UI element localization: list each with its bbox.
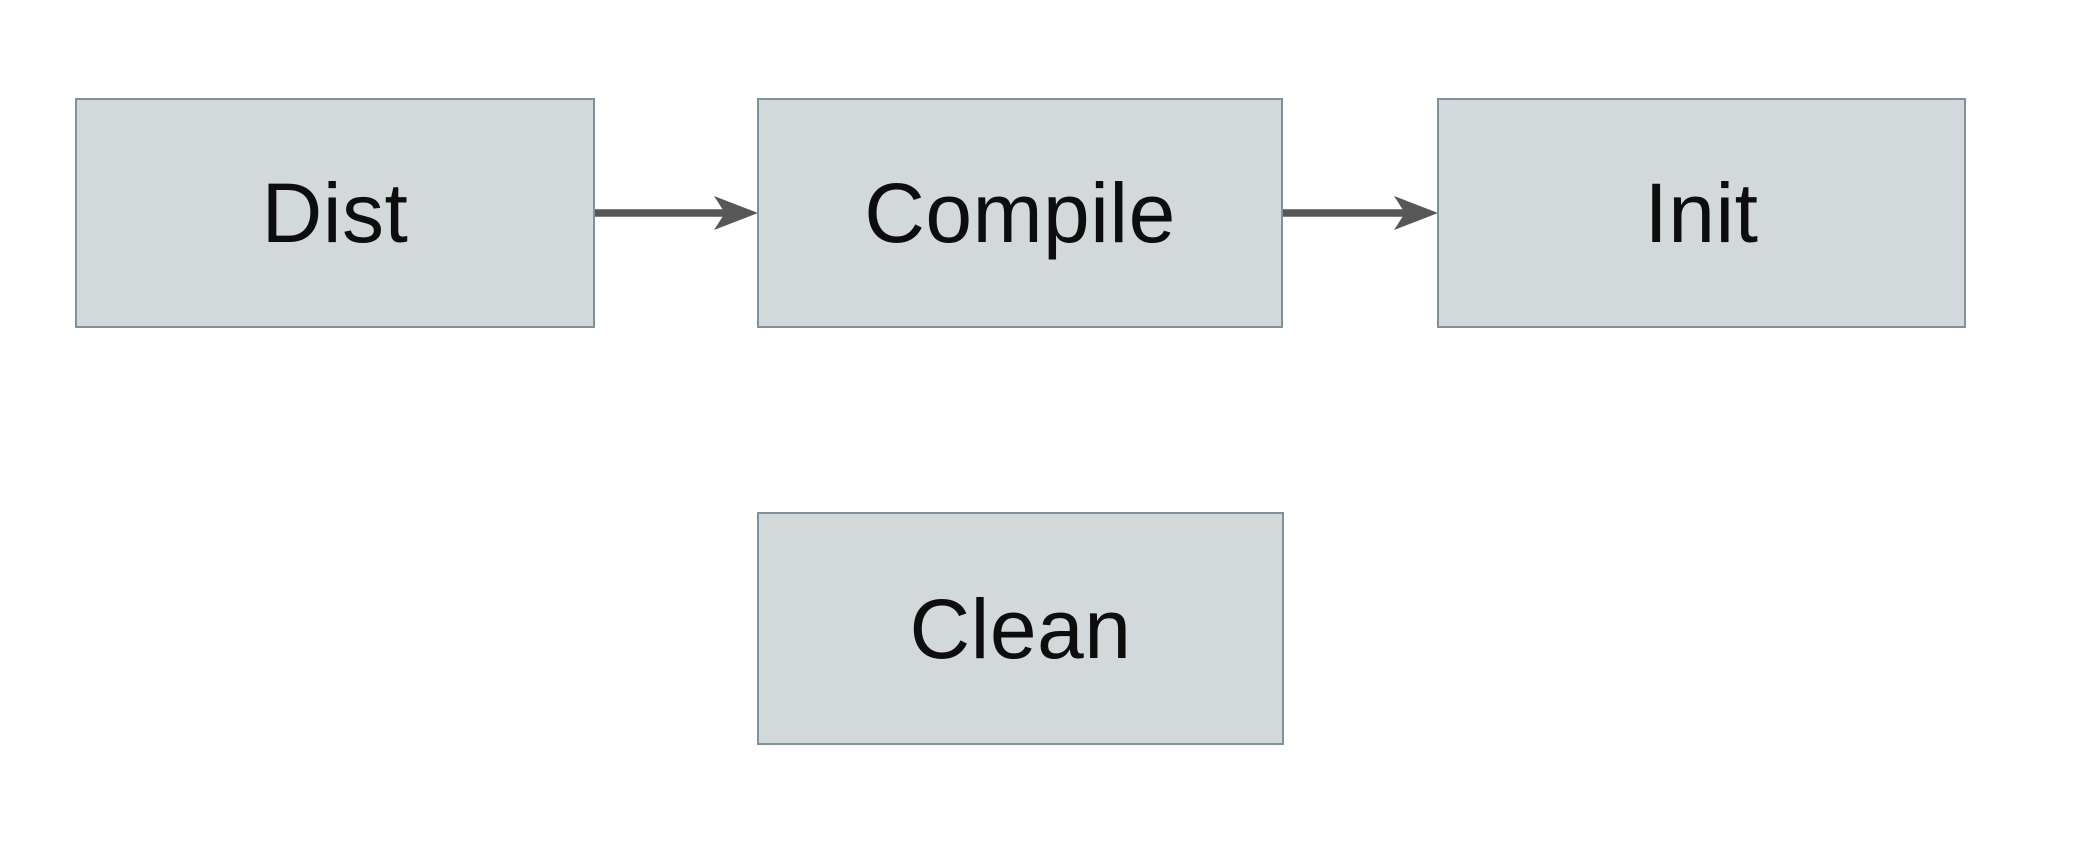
flowchart-node-clean[interactable]: Clean bbox=[757, 512, 1284, 745]
edge-arrow-compile-to-init bbox=[1283, 196, 1438, 230]
edge-arrow-dist-to-compile bbox=[595, 196, 758, 230]
node-label: Compile bbox=[864, 166, 1176, 260]
node-label: Init bbox=[1644, 166, 1759, 260]
node-label: Clean bbox=[909, 581, 1132, 676]
flowchart-node-compile[interactable]: Compile bbox=[757, 98, 1283, 328]
flowchart-node-init[interactable]: Init bbox=[1437, 98, 1966, 328]
flowchart-node-dist[interactable]: Dist bbox=[75, 98, 595, 328]
node-label: Dist bbox=[261, 166, 409, 260]
